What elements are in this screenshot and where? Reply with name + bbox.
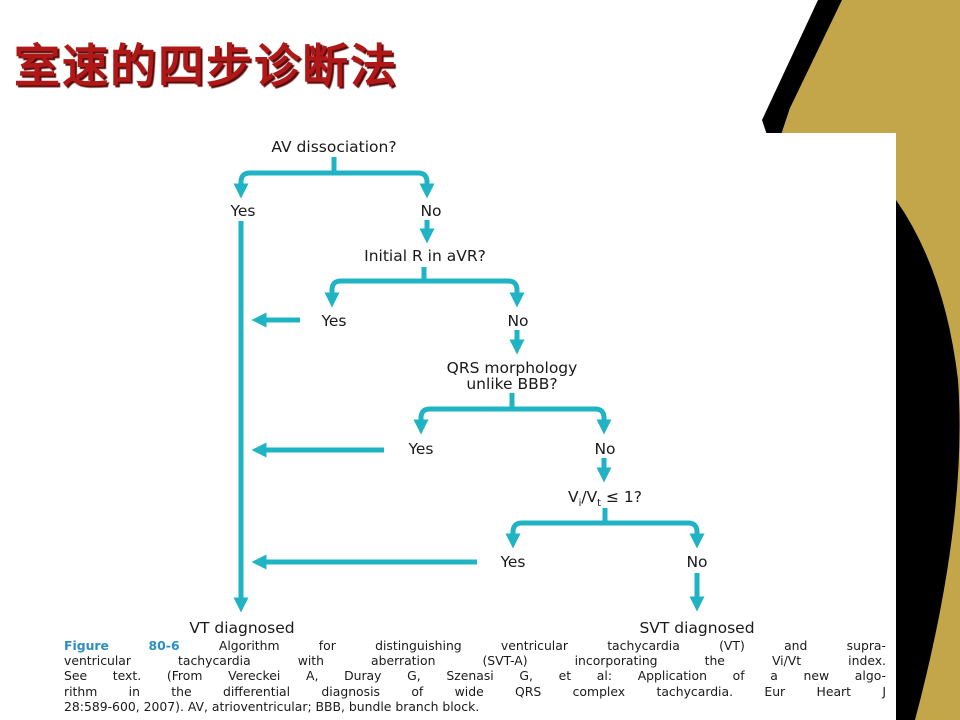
question-av-dissociation: AV dissociation?	[271, 138, 396, 156]
vi-vt-sub-t: t	[597, 498, 601, 509]
figure-caption: Figure 80-6 Algorithm for distinguishing…	[64, 638, 886, 714]
vi-vt-sub-i: i	[579, 498, 582, 509]
caption-line-5: 28:589-600, 2007). AV, atrioventricular;…	[64, 698, 480, 714]
label-q4-yes: Yes	[499, 553, 525, 571]
connector-q3-yes	[413, 406, 512, 435]
vi-vt-slash: /V	[581, 488, 597, 506]
flowchart: AV dissociation? Yes No Initial R in aVR…	[189, 138, 754, 637]
question-initial-r-avr: Initial R in aVR?	[364, 247, 486, 265]
connector-q4-no	[605, 520, 705, 549]
label-q1-no: No	[420, 202, 441, 220]
connector-q2-yes	[324, 278, 424, 308]
vi-vt-v: V	[568, 488, 579, 506]
label-q4-no: No	[686, 553, 707, 571]
question-qrs-morphology-line1: QRS morphology	[447, 359, 578, 377]
black-curve-shape	[896, 200, 960, 720]
label-q3-yes: Yes	[407, 440, 433, 458]
flow-labels: AV dissociation? Yes No Initial R in aVR…	[189, 138, 754, 637]
flow-connectors	[233, 157, 705, 613]
label-q1-yes: Yes	[229, 202, 255, 220]
result-svt-diagnosed: SVT diagnosed	[639, 619, 754, 637]
figure-panel: AV dissociation? Yes No Initial R in aVR…	[60, 133, 896, 720]
slide-title: 室速的四步诊断法	[14, 39, 398, 93]
caption-line-1: Figure 80-6 Algorithm for distinguishing…	[64, 638, 886, 653]
connector-q3-no	[512, 406, 612, 435]
figure-label: Figure 80-6	[64, 638, 180, 653]
connector-q1-no	[334, 170, 435, 199]
label-q3-no: No	[594, 440, 615, 458]
connector-q1-yes	[233, 170, 334, 199]
result-vt-diagnosed: VT diagnosed	[189, 619, 294, 637]
black-stripe-shape	[762, 0, 842, 138]
connector-q4-yes	[505, 520, 605, 549]
vi-vt-rest: ≤ 1?	[601, 488, 642, 506]
question-qrs-morphology-line2: unlike BBB?	[466, 375, 557, 393]
label-q2-no: No	[507, 312, 528, 330]
caption-line-2: ventricular tachycardia with aberration …	[64, 653, 886, 669]
caption-line-4: rithm in the differential diagnosis of w…	[64, 683, 886, 699]
connector-q2-no	[424, 278, 525, 308]
question-vi-vt-index: Vi/Vt ≤ 1?	[568, 488, 642, 509]
caption-line-3: See text. (From Vereckei A, Duray G, Sze…	[64, 668, 886, 684]
label-q2-yes: Yes	[320, 312, 346, 330]
